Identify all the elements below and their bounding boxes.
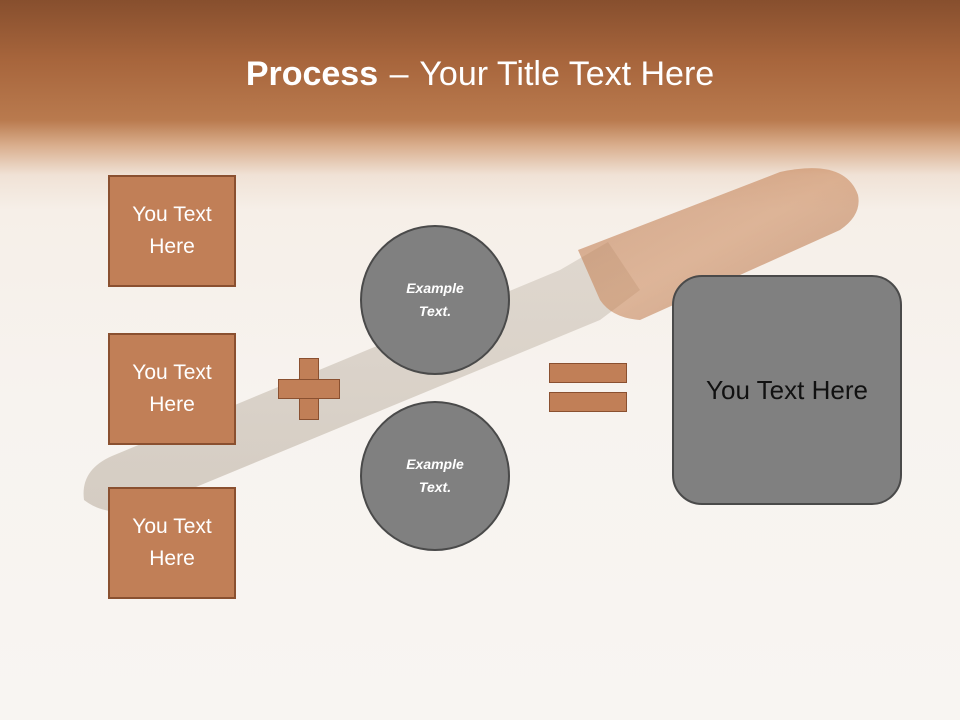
input-box-3: You Text Here	[108, 487, 236, 599]
example-circle-2: Example Text.	[360, 401, 510, 551]
equals-icon-top-bar	[549, 363, 627, 383]
input-box-1: You Text Here	[108, 175, 236, 287]
title-separator: –	[389, 55, 409, 93]
circle-label: Example Text.	[406, 456, 464, 495]
input-box-label: You Text Here	[132, 515, 212, 570]
input-box-label: You Text Here	[132, 361, 212, 416]
title-bold: Process	[245, 55, 379, 93]
circle-label: Example Text.	[406, 280, 464, 319]
input-box-label: You Text Here	[132, 203, 212, 258]
plus-icon	[278, 358, 340, 420]
input-box-2: You Text Here	[108, 333, 236, 445]
equals-icon-bottom-bar	[549, 392, 627, 412]
slide-title: Process – Your Title Text Here	[0, 52, 960, 96]
result-label: You Text Here	[706, 375, 868, 405]
title-text: Your Title Text Here	[419, 55, 715, 93]
result-box: You Text Here	[672, 275, 902, 505]
example-circle-1: Example Text.	[360, 225, 510, 375]
